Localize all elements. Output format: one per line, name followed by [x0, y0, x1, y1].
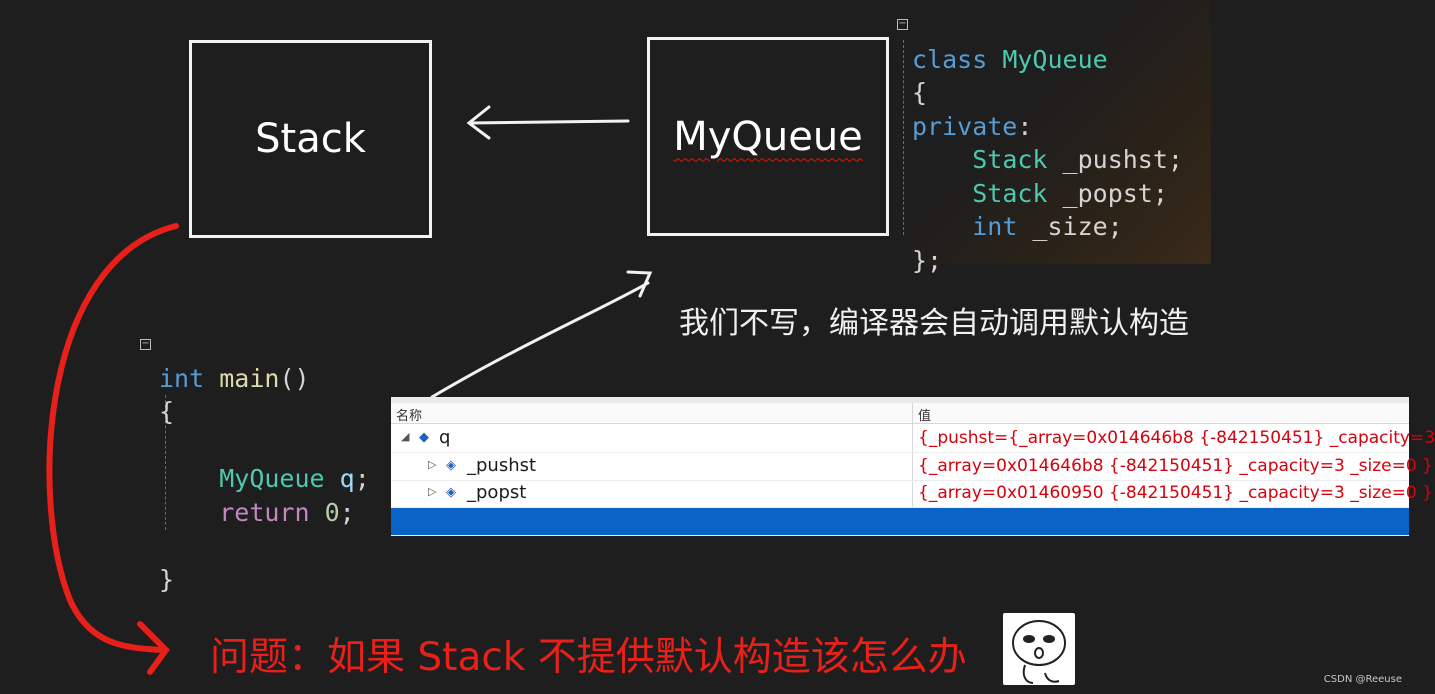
- watch-row-popst[interactable]: ▷ ◈ _popst {_array=0x01460950 {-84215045…: [391, 480, 1433, 508]
- myqueue-box-label: MyQueue: [673, 113, 863, 160]
- main-code: int main() { MyQueue q; return 0; }: [159, 363, 370, 594]
- member-icon: ◈: [446, 458, 456, 473]
- meme-face-icon: [1012, 620, 1066, 684]
- column-header-value[interactable]: 值: [918, 409, 932, 424]
- stack-box: Stack: [189, 40, 432, 238]
- question-text: 问题：如果 Stack 不提供默认构造该怎么办: [210, 635, 967, 680]
- watch-window: 名称 值 ◢ ◆ q {_pushst={_array=0x014646b8 {…: [391, 397, 1435, 536]
- meme-emoji-image: [1003, 613, 1075, 685]
- left-arrow: [466, 105, 630, 140]
- watch-row-value[interactable]: {_pushst={_array=0x014646b8 {-842150451}…: [918, 428, 1435, 448]
- collapse-triangle-icon[interactable]: ◢: [401, 430, 410, 443]
- class-code: class MyQueue { private: Stack _pushst; …: [912, 44, 1183, 275]
- auto-constructor-note: 我们不写，编译器会自动调用默认构造: [679, 306, 1189, 341]
- indent-guide: [903, 40, 904, 235]
- watch-row-q[interactable]: ◢ ◆ q {_pushst={_array=0x014646b8 {-8421…: [391, 425, 1435, 453]
- column-divider[interactable]: [912, 403, 913, 518]
- main-code-panel: [138, 326, 401, 562]
- watch-row-selected[interactable]: [391, 508, 1409, 536]
- watch-row-pushst[interactable]: ▷ ◈ _pushst {_array=0x014646b8 {-8421504…: [391, 453, 1433, 481]
- object-icon: ◆: [419, 430, 429, 445]
- member-icon: ◈: [446, 485, 456, 500]
- watch-row-value[interactable]: {_array=0x01460950 {-842150451} _capacit…: [918, 483, 1433, 503]
- diagonal-arrow: [430, 270, 653, 399]
- watermark: CSDN @Reeuse: [1323, 674, 1402, 685]
- fold-icon[interactable]: −: [897, 18, 908, 30]
- watch-header: 名称 值: [391, 403, 1409, 424]
- expand-triangle-icon[interactable]: ▷: [428, 485, 437, 498]
- myqueue-box: MyQueue: [647, 37, 889, 236]
- fold-icon[interactable]: −: [140, 338, 151, 350]
- watch-toolbar-strip: [391, 397, 1409, 403]
- expand-triangle-icon[interactable]: ▷: [428, 458, 437, 471]
- stack-box-label: Stack: [255, 116, 366, 162]
- watch-row-name: _popst: [467, 482, 527, 503]
- watch-row-name: q: [439, 427, 451, 448]
- indent-guide: [165, 395, 166, 530]
- class-code-panel: [898, 0, 1211, 264]
- column-header-name[interactable]: 名称: [396, 409, 423, 424]
- watch-row-name: _pushst: [467, 455, 537, 476]
- watch-row-value[interactable]: {_array=0x014646b8 {-842150451} _capacit…: [918, 456, 1433, 476]
